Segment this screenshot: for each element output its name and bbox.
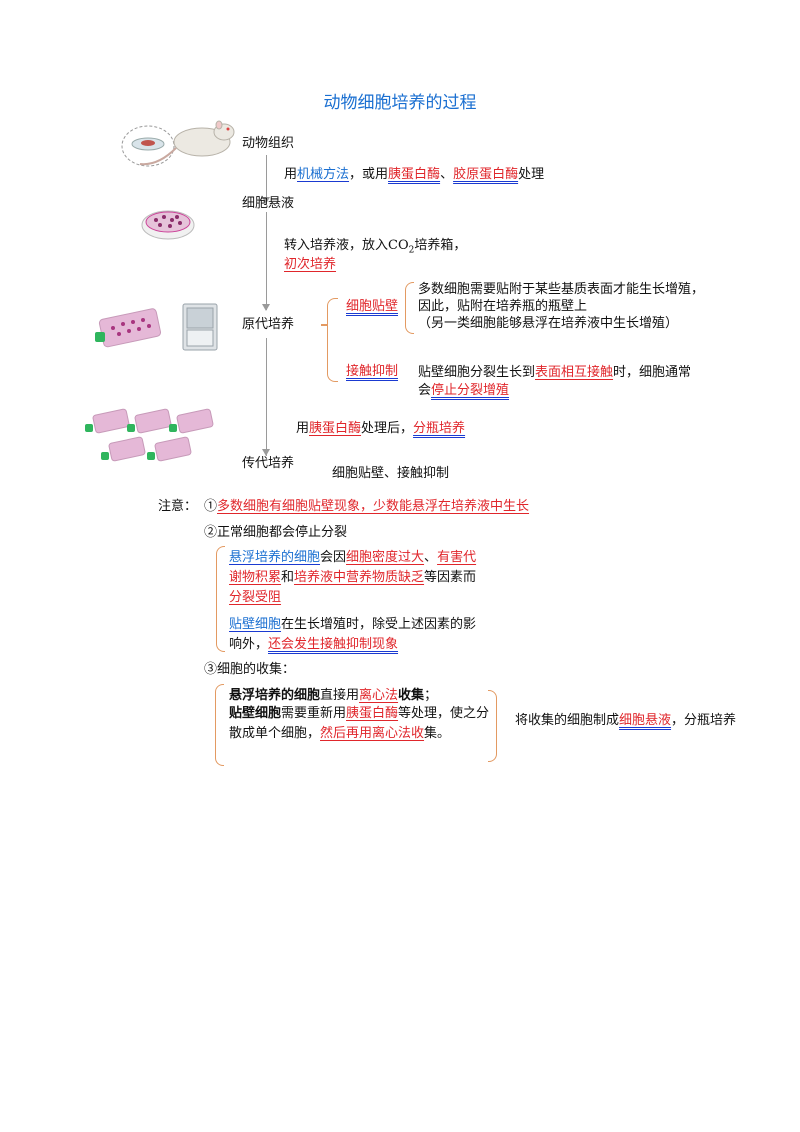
primary-brace-tip: [321, 324, 327, 326]
passage-flasks-illustration: [85, 408, 214, 462]
stage-tissue: 动物组织: [242, 136, 295, 151]
flow-line-1: [266, 155, 267, 205]
adhesion-line2: 因此，贴附在培养瓶的瓶壁上: [418, 299, 588, 314]
cell-suspension-dish-illustration: [141, 210, 195, 240]
arrow-down-icon: [262, 449, 270, 456]
note-label: 注意：: [158, 499, 198, 514]
arrow-down-icon: [262, 197, 270, 204]
contact-line1: 贴壁细胞分裂生长到表面相互接触时，细胞通常: [418, 365, 692, 380]
note2-brace: [216, 546, 225, 652]
adhesion-brace: [405, 282, 414, 334]
rat-tissue-illustration: [121, 120, 235, 167]
stage-primary: 原代培养: [242, 317, 295, 332]
primary-brace: [327, 298, 338, 382]
surfaces-touch: 表面相互接触: [535, 365, 614, 380]
step3-text: 用胰蛋白酶处理后，分瓶培养: [296, 421, 466, 436]
note-3: ③细胞的收集：: [204, 662, 296, 677]
passage-note: 细胞贴壁、接触抑制: [332, 466, 450, 481]
culture-flask-incubator-illustration: [95, 303, 218, 351]
flow-line-3: [266, 338, 267, 456]
note2-paragraph2: 贴壁细胞在生长增殖时，除受上述因素的影响外，还会发生接触抑制现象: [229, 617, 477, 652]
note-1: ①多数细胞有细胞贴壁现象，少数能悬浮在培养液中生长: [204, 499, 530, 514]
note-2: ②正常细胞都会停止分裂: [204, 525, 348, 540]
initial-culture: 初次培养: [284, 257, 337, 272]
collagenase: 胶原蛋白酶: [453, 167, 519, 182]
collection-brace-left: [215, 684, 224, 766]
note2-paragraph1: 悬浮培养的细胞会因细胞密度过大、有害代谢物积累和培养液中营养物质缺乏等因素而分裂…: [229, 550, 477, 605]
contact-line2: 会停止分裂增殖: [418, 383, 510, 398]
split-culture: 分瓶培养: [413, 421, 466, 436]
stop-division: 停止分裂增殖: [431, 383, 510, 398]
mechanical-method: 机械方法: [297, 167, 350, 182]
step2-line1: 转入培养液，放入CO2培养箱，: [284, 238, 467, 256]
trypsin: 胰蛋白酶: [388, 167, 441, 182]
arrow-down-icon: [262, 304, 270, 311]
collection-final: 将收集的细胞制成细胞悬液，分瓶培养: [515, 713, 737, 728]
adhesion-line3: （另一类细胞能够悬浮在培养液中生长增殖）: [418, 316, 679, 331]
flow-line-2: [266, 212, 267, 310]
stage-passage: 传代培养: [242, 456, 295, 471]
contact-inhibition-label: 接触抑制: [346, 364, 399, 379]
adhesion-label: 细胞贴壁: [346, 299, 399, 314]
adhesion-line1: 多数细胞需要贴附于某些基质表面才能生长增殖，: [418, 282, 705, 297]
collection-suspension: 悬浮培养的细胞直接用离心法收集；: [229, 688, 438, 703]
trypsin-2: 胰蛋白酶: [309, 421, 362, 436]
stage-suspension: 细胞悬液: [242, 196, 295, 211]
page-title: 动物细胞培养的过程: [323, 93, 477, 113]
step1-text: 用机械方法，或用胰蛋白酶、胶原蛋白酶处理: [284, 167, 545, 182]
collection-adherent: 贴壁细胞需要重新用胰蛋白酶等处理，使之分散成单个细胞，然后再用离心法收集。: [229, 706, 490, 741]
